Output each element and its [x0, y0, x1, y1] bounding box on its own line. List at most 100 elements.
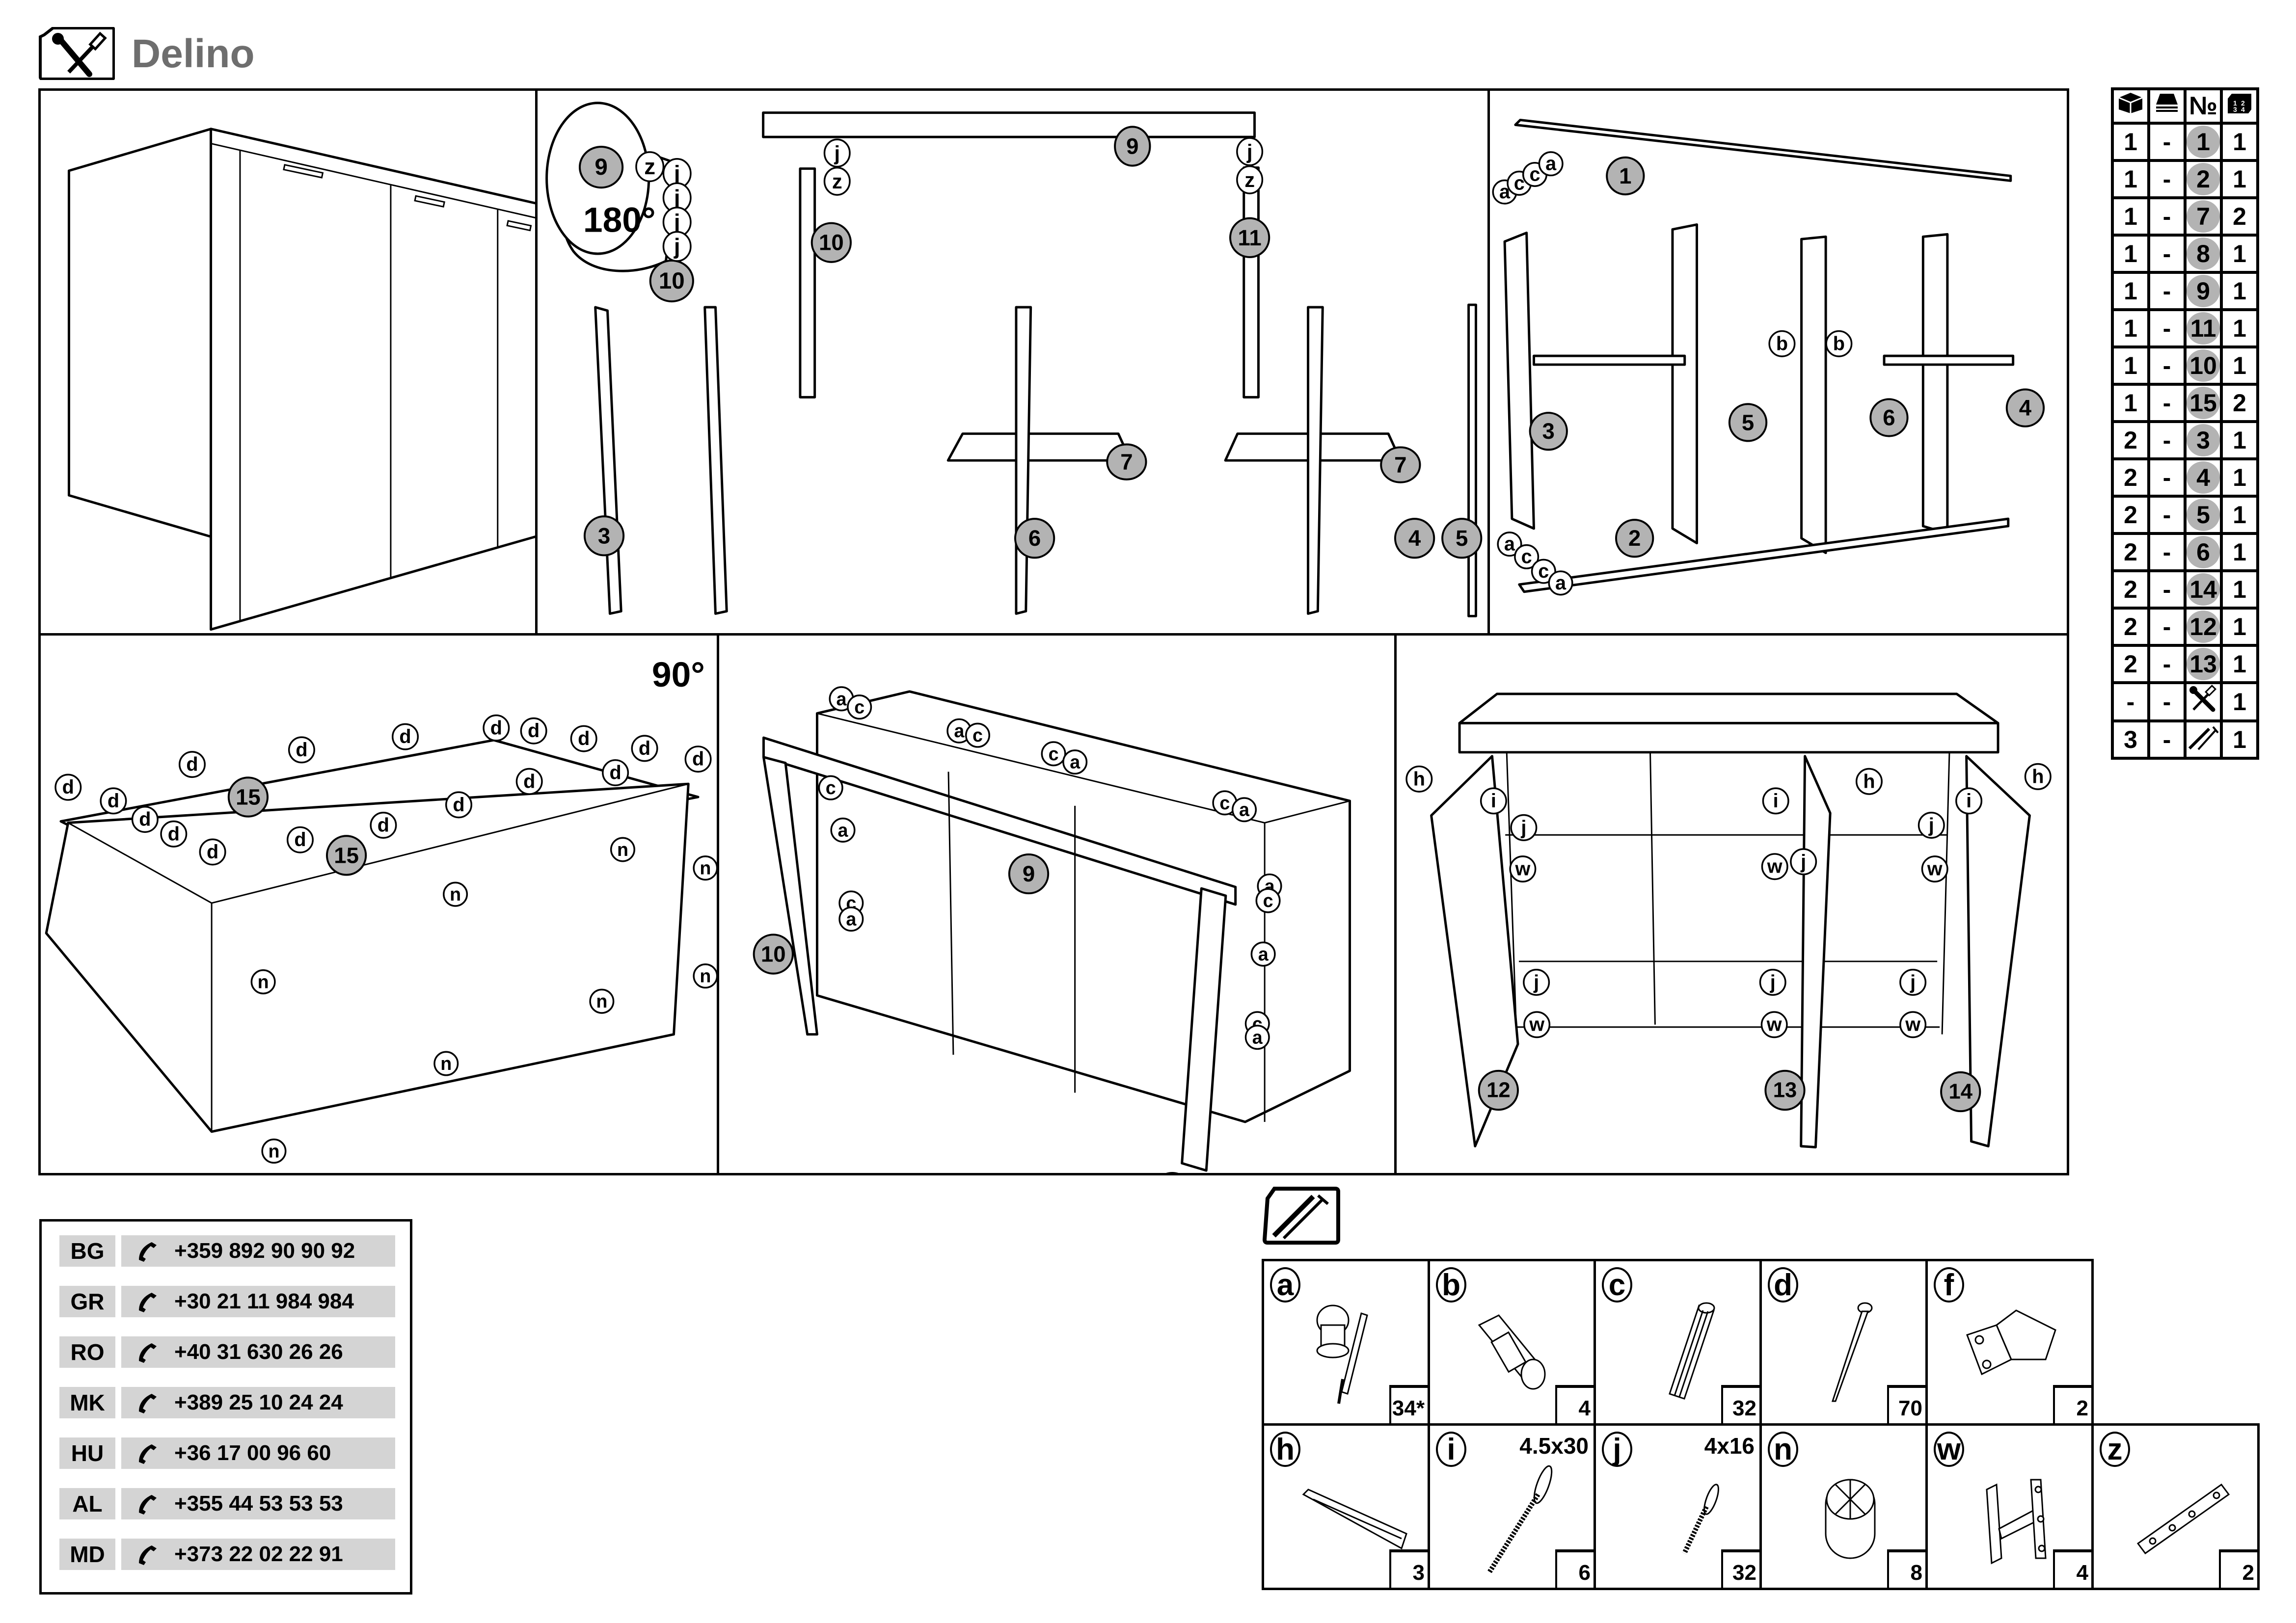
part-number-bubble: 15 — [2187, 387, 2220, 419]
fitting-c-bubble: c — [1531, 559, 1556, 584]
stack-value: - — [2147, 234, 2187, 274]
fitting-i-bubble: i — [1480, 787, 1507, 815]
phone-number-field[interactable]: +373 22 02 22 91 — [121, 1539, 395, 1570]
stack-value: - — [2147, 308, 2187, 348]
svg-text:d: d — [692, 748, 704, 770]
phone-icon — [139, 1293, 157, 1312]
part-number-bubble: 3 — [2187, 424, 2220, 456]
part-9-detail-bubble: 9 — [578, 145, 624, 189]
fitting-b-bubble: b — [1768, 330, 1796, 357]
part-quantity: 1 — [2220, 457, 2259, 498]
part-number-bubble: 2 — [2187, 163, 2220, 195]
cam-lock-fitting-icon — [1316, 1304, 1368, 1404]
fitting-a-bubble: a — [1538, 151, 1564, 177]
phone-icon — [139, 1242, 157, 1262]
fitting-d-bubble: d — [631, 735, 658, 762]
svg-text:d: d — [578, 728, 590, 749]
svg-text:11: 11 — [1238, 225, 1262, 250]
part-number: 13 — [2184, 644, 2223, 684]
svg-text:2: 2 — [1628, 526, 1641, 551]
phone-number-field[interactable]: +359 892 90 90 92 — [121, 1235, 395, 1267]
svg-text:14: 14 — [1948, 1080, 1972, 1104]
part-number: 10 — [2184, 346, 2223, 386]
part-quantity: 1 — [2220, 681, 2259, 722]
phone-icon — [139, 1495, 157, 1515]
svg-text:d: d — [528, 720, 540, 742]
part-5-bubble: 5 — [1441, 518, 1483, 559]
svg-text:10: 10 — [659, 268, 685, 294]
fitting-d-bubble: d — [684, 745, 712, 773]
svg-text:z: z — [644, 154, 655, 179]
svg-text:d: d — [294, 829, 306, 851]
svg-text:j: j — [834, 141, 840, 164]
hardware-letter: i — [1436, 1432, 1466, 1467]
svg-text:2: 2 — [2241, 99, 2245, 107]
phone-number-field[interactable]: +389 25 10 24 24 — [121, 1387, 395, 1418]
hardware-quantity: 6 — [1555, 1549, 1594, 1588]
parts-table-row: 3-1 — [2111, 719, 2259, 760]
part-7-bubble: 7 — [1106, 443, 1147, 480]
stack-value: - — [2147, 159, 2187, 199]
phone-number-field[interactable]: +30 21 11 984 984 — [121, 1286, 395, 1317]
fitting-j-bubble: j — [1236, 137, 1264, 166]
part-quantity: 1 — [2220, 271, 2259, 311]
part-number-bubble: 1 — [2187, 126, 2220, 158]
part-quantity: 1 — [2220, 644, 2259, 684]
hardware-quantity: 2 — [2219, 1549, 2257, 1588]
svg-text:n: n — [258, 972, 269, 992]
svg-text:1: 1 — [1619, 163, 1631, 188]
stack-value: - — [2147, 719, 2187, 760]
stack-value: - — [2147, 644, 2187, 684]
svg-text:b: b — [1776, 333, 1788, 354]
part-quantity: 1 — [2220, 159, 2259, 199]
step-5-labels: 9 10 11 a c c a c a a c c a c a a c a c … — [753, 686, 1282, 1173]
fitting-n-bubble: n — [693, 855, 717, 881]
country-code: MK — [59, 1387, 115, 1418]
hardware-quantity: 70 — [1887, 1385, 1925, 1423]
box-number: 2 — [2111, 569, 2150, 610]
svg-text:w: w — [1927, 858, 1943, 880]
fitting-h-bubble: h — [1855, 768, 1883, 795]
tools-document-icon — [39, 27, 115, 80]
phone-number-field[interactable]: +36 17 00 96 60 — [121, 1437, 395, 1469]
phone-number: +355 44 53 53 53 — [174, 1491, 343, 1516]
svg-text:a: a — [1252, 1027, 1263, 1048]
svg-text:w: w — [1905, 1014, 1920, 1036]
part-quantity: 2 — [2220, 383, 2259, 423]
phone-number: +373 22 02 22 91 — [174, 1542, 343, 1566]
box-number: 2 — [2111, 532, 2150, 572]
svg-text:a: a — [1504, 533, 1515, 555]
phone-number-field[interactable]: +40 31 630 26 26 — [121, 1336, 395, 1368]
svg-text:d: d — [490, 717, 502, 739]
part-number-bubble: 13 — [2187, 648, 2220, 680]
part-number: 5 — [2184, 495, 2223, 535]
country-code: RO — [59, 1336, 115, 1368]
fitting-d-bubble: d — [483, 714, 510, 742]
fitting-j-bubble: j — [1510, 814, 1538, 841]
part-number-bubble: 9 — [2187, 275, 2220, 307]
part-14-bubble: 14 — [1940, 1071, 1981, 1113]
phone-number-field[interactable]: +355 44 53 53 53 — [121, 1488, 395, 1519]
fitting-z-bubble: z — [823, 166, 851, 196]
svg-text:d: d — [609, 762, 621, 783]
tools-icon — [2189, 684, 2217, 712]
svg-text:d: d — [296, 739, 307, 761]
svg-text:c: c — [1521, 546, 1532, 567]
hardware-quantity: 2 — [2053, 1385, 2091, 1423]
svg-text:4: 4 — [2019, 396, 2032, 421]
part-3-bubble: 3 — [583, 515, 625, 557]
part-4-bubble: 4 — [2005, 388, 2045, 427]
svg-text:c: c — [1529, 163, 1540, 185]
part-10-bubble: 10 — [810, 222, 852, 263]
fitting-j-bubble: j — [662, 231, 692, 262]
svg-text:c: c — [1049, 744, 1059, 764]
rotate-90-label: 90° — [652, 655, 705, 694]
box-number: 1 — [2111, 383, 2150, 423]
part-number: 7 — [2184, 196, 2223, 237]
part-number — [2184, 681, 2223, 722]
